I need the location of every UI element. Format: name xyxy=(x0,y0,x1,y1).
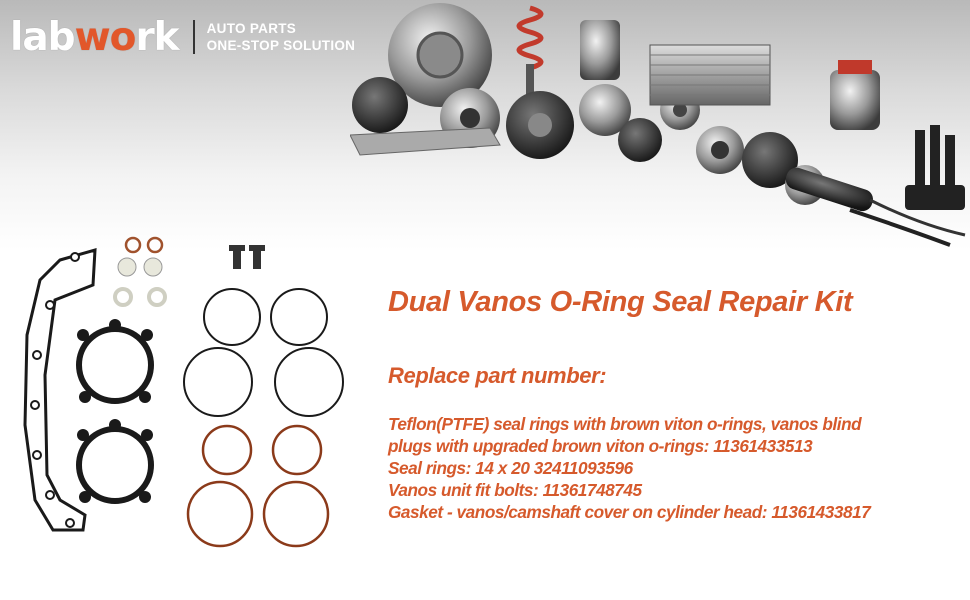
detail-line: Seal rings: 14 x 20 32411093596 xyxy=(388,458,633,478)
seal-kit-illustration xyxy=(23,236,344,548)
tagline-line-1: AUTO PARTS xyxy=(206,21,297,36)
detail-line: Gasket - vanos/camshaft cover on cylinde… xyxy=(388,502,871,522)
detail-line: plugs with upgraded brown viton o-rings:… xyxy=(388,436,813,456)
detail-line: Teflon(PTFE) seal rings with brown viton… xyxy=(388,414,862,434)
brand-logo[interactable]: labwork AUTO PARTS ONE-STOP SOLUTION xyxy=(10,12,355,62)
auto-parts-photo xyxy=(350,3,966,247)
product-title: Dual Vanos O-Ring Seal Repair Kit xyxy=(388,286,853,318)
replace-part-heading: Replace part number: xyxy=(388,363,607,388)
part-number-details: Teflon(PTFE) seal rings with brown viton… xyxy=(388,413,963,523)
brand-tagline: AUTO PARTS ONE-STOP SOLUTION xyxy=(207,20,356,54)
logo-divider xyxy=(192,20,195,54)
logo-wordmark: labwork xyxy=(10,14,180,60)
detail-line: Vanos unit fit bolts: 11361748745 xyxy=(388,480,642,500)
tagline-line-2: ONE-STOP SOLUTION xyxy=(206,38,356,53)
